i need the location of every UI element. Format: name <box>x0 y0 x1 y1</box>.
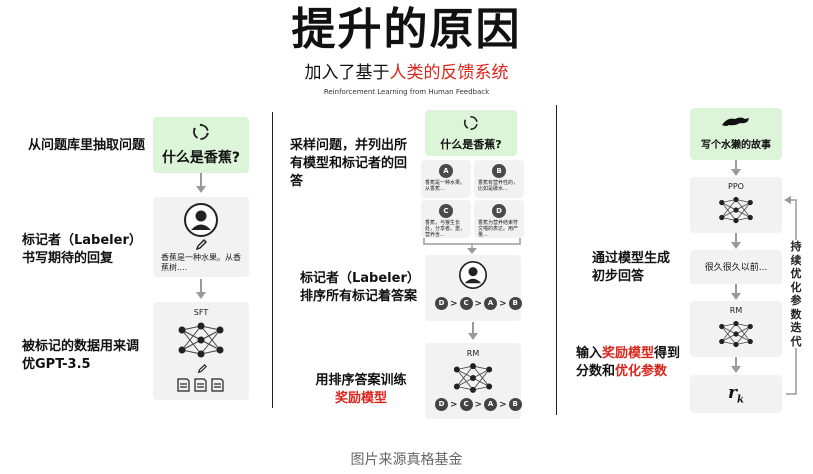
arrow <box>735 160 737 170</box>
loop-label: 持续优化参数迭代 <box>789 240 803 348</box>
ppo-label: PPO <box>728 182 744 191</box>
step3-output-card: 很久很久以前... <box>690 250 782 284</box>
step3-reward-card: rk <box>690 375 782 413</box>
option-text: 香蕉，与猴生长处，分享者。重，营养含... <box>425 220 466 238</box>
step3-label-1: 通过模型生成初步回答 <box>592 251 671 284</box>
recycle-icon <box>193 123 209 140</box>
step2-label-2: 标记者（Labeler）排序所有标记着答案 <box>300 271 420 304</box>
step2-model-card: RM D>C>A>B <box>425 343 522 419</box>
step3-prompt: 写个水獭的故事 <box>701 140 771 151</box>
step3-label-2: 输入奖励模型得到分数和优化参数 <box>576 345 684 381</box>
arrow <box>735 233 737 243</box>
rank-item: D <box>435 297 448 310</box>
rank-item: B <box>508 398 522 411</box>
step3-label-2-a: 输入 <box>576 346 603 361</box>
arrow-head <box>731 242 741 249</box>
reward-r: r <box>728 383 738 403</box>
step1-question: 什么是香蕉? <box>161 150 241 166</box>
step3-label-2-d: 分数和 <box>576 364 616 379</box>
image-caption: 图片来源真格基金 <box>350 452 463 468</box>
step3-label-2-b: 奖励模型 <box>602 346 655 361</box>
pencil-icon <box>197 364 207 374</box>
step1-question-card: 什么是香蕉? <box>153 117 249 173</box>
pencil-icon <box>195 239 207 251</box>
step1-label-2: 标记者（Labeler）书写期待的回复 <box>22 233 142 266</box>
rank-item: A <box>484 398 498 411</box>
option-letter: D <box>492 204 506 218</box>
rm-label: RM <box>729 306 743 315</box>
step2-question: 什么是香蕉? <box>440 138 502 151</box>
labeler-avatar-icon <box>184 203 218 237</box>
arrow-head <box>196 186 206 193</box>
documents-icon <box>177 378 224 392</box>
subtitle: 加入了基于人类的反馈系统 <box>0 62 813 84</box>
arrow-head <box>731 293 741 300</box>
arrow-head <box>731 366 741 373</box>
subtitle-prefix: 加入了基于 <box>304 63 390 83</box>
rank-item: A <box>484 297 498 310</box>
arrow <box>472 322 474 334</box>
step2-option-c-card: C 香蕉，与猴生长处，分享者。重，营养含... <box>421 200 471 238</box>
step3-rm-card: RM <box>690 301 782 357</box>
arrow <box>200 279 202 293</box>
arrow <box>735 284 737 294</box>
ranking-order: D>C>A>B <box>435 398 522 411</box>
rank-item: C <box>459 297 473 310</box>
neural-network-icon <box>719 196 753 224</box>
arrow-head <box>468 333 478 340</box>
step2-label-1: 采样问题，并列出所有模型和标记者的回答 <box>290 138 408 189</box>
arrow-head <box>731 169 741 176</box>
option-letter: A <box>439 164 453 178</box>
option-text: 香蕉是一种水果。从香蕉... <box>425 180 466 192</box>
subtitle-highlight: 人类的反馈系统 <box>389 63 509 83</box>
option-text: 香蕉有营养性的，比如是碳水... <box>478 180 519 192</box>
step3-label-2-c: 得到 <box>654 346 681 361</box>
step2-label-3: 用排序答案训练 奖励模型 <box>300 372 422 408</box>
step1-label-3: 被标记的数据用来调优GPT-3.5 <box>22 339 140 372</box>
rm-label: RM <box>466 349 480 358</box>
page-title: 提升的原因 <box>291 4 522 55</box>
rank-item: B <box>508 297 522 310</box>
step3-ppo-card: PPO <box>690 177 782 233</box>
option-text: 香蕉为营养结束符文喵的表达。用产量... <box>478 220 519 238</box>
arrow-head <box>196 292 206 299</box>
step1-answer: 香蕉是一种水果。从香蕉树.... <box>161 253 241 272</box>
reward-k: k <box>737 394 744 406</box>
step2-option-a-card: A 香蕉是一种水果。从香蕉... <box>421 160 471 198</box>
reward-symbol: rk <box>690 383 782 405</box>
labeler-avatar-icon <box>459 261 487 289</box>
option-letter: C <box>439 204 453 218</box>
column-divider-1 <box>272 112 273 408</box>
step2-option-d-card: D 香蕉为营养结束符文喵的表达。用产量... <box>474 200 524 238</box>
step2-label-3-prefix: 用排序答案训练 <box>315 373 407 388</box>
subtitle-english: Reinforcement Learning from Human Feedba… <box>323 88 490 96</box>
step1-model-card: SFT <box>153 302 249 400</box>
merge-arrow <box>423 238 521 254</box>
sft-label: SFT <box>193 308 209 317</box>
step1-label-1: 从问题库里抽取问题 <box>28 138 146 153</box>
neural-network-icon <box>453 363 493 393</box>
step1-answer-card: 香蕉是一种水果。从香蕉树.... <box>153 197 249 277</box>
column-divider-2 <box>556 105 557 415</box>
step3-output: 很久很久以前... <box>704 263 768 273</box>
step3-label-2-e: 优化参数 <box>615 364 668 379</box>
rank-item: C <box>459 398 473 411</box>
ranking-order: D>C>A>B <box>435 297 522 310</box>
arrow <box>200 173 202 187</box>
step2-question-card: 什么是香蕉? <box>425 110 517 156</box>
otter-icon <box>722 117 749 126</box>
rank-item: D <box>435 398 448 411</box>
recycle-icon <box>463 115 478 131</box>
neural-network-icon <box>719 320 753 348</box>
step3-prompt-card: 写个水獭的故事 <box>690 108 782 160</box>
option-letter: B <box>492 164 506 178</box>
step2-option-b-card: B 香蕉有营养性的，比如是碳水... <box>474 160 524 198</box>
arrow <box>735 357 737 367</box>
neural-network-icon <box>178 322 224 358</box>
step2-ranking-card: D>C>A>B <box>425 255 522 321</box>
step2-label-3-highlight: 奖励模型 <box>334 391 387 406</box>
